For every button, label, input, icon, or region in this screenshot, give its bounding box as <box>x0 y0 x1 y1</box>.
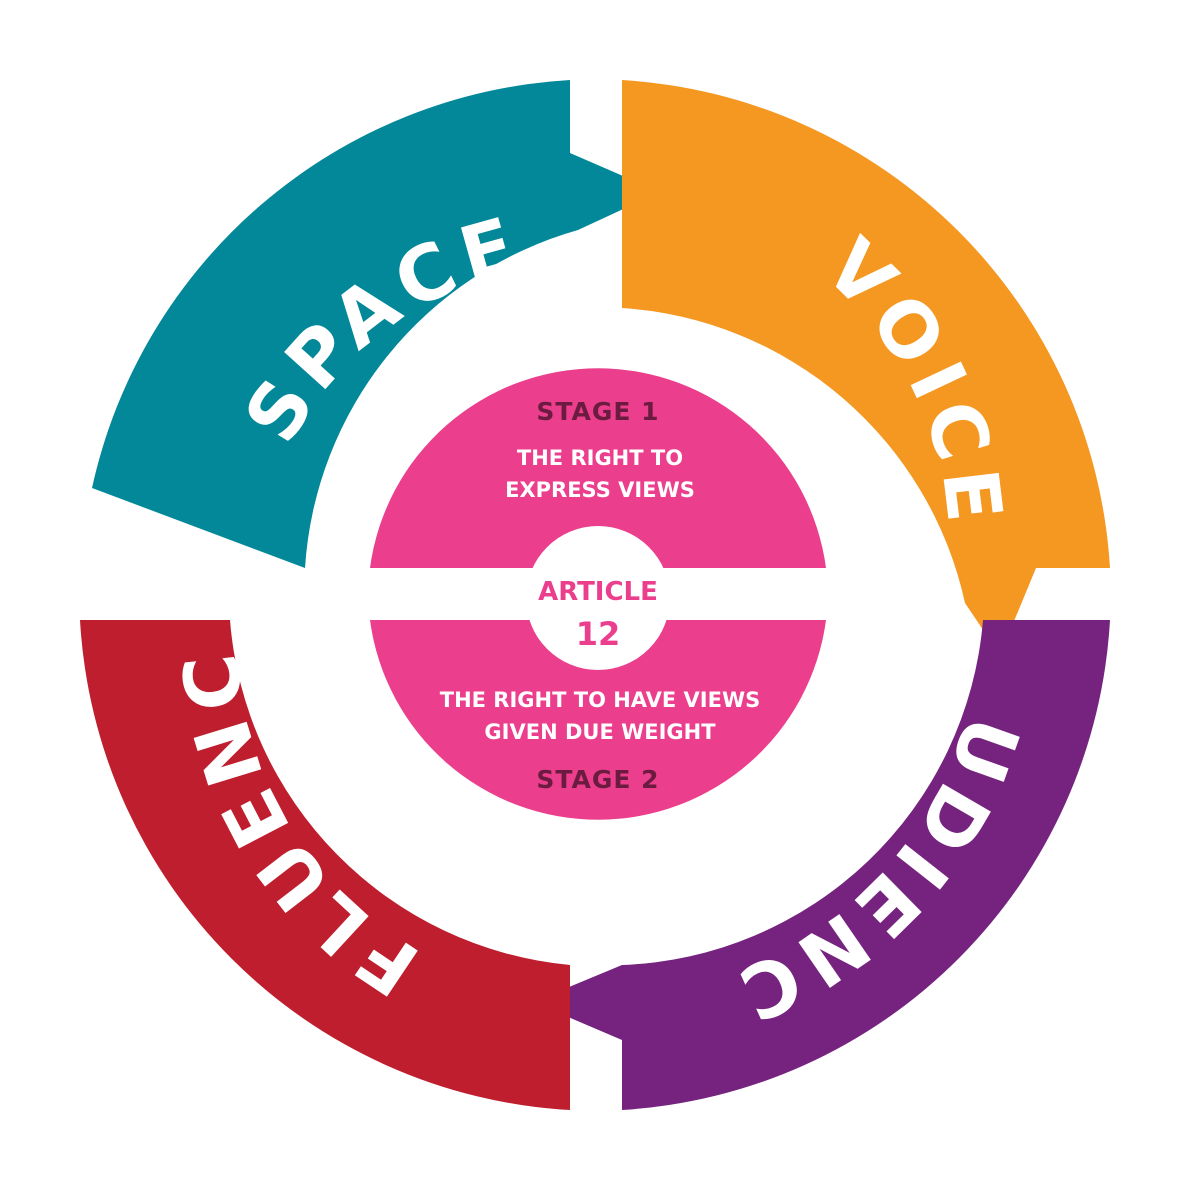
space-segment <box>92 80 660 568</box>
voice-segment <box>622 80 1110 655</box>
influence-segment <box>80 620 570 1110</box>
stage-2-line-1: THE RIGHT TO HAVE VIEWS <box>440 688 761 712</box>
audience-segment <box>533 620 1110 1110</box>
stage-1-line-1: THE RIGHT TO <box>517 446 683 470</box>
article-word: ARTICLE <box>538 577 658 607</box>
stage-2-label: STAGE 2 <box>536 765 659 794</box>
stage-1-half <box>370 368 826 568</box>
stage-2-half <box>370 620 826 820</box>
stage-1-label: STAGE 1 <box>536 397 659 426</box>
article-circle <box>526 526 670 670</box>
stage-1-line-2: EXPRESS VIEWS <box>505 478 695 502</box>
article-number: 12 <box>576 615 621 653</box>
stage-2-line-2: GIVEN DUE WEIGHT <box>484 720 716 744</box>
